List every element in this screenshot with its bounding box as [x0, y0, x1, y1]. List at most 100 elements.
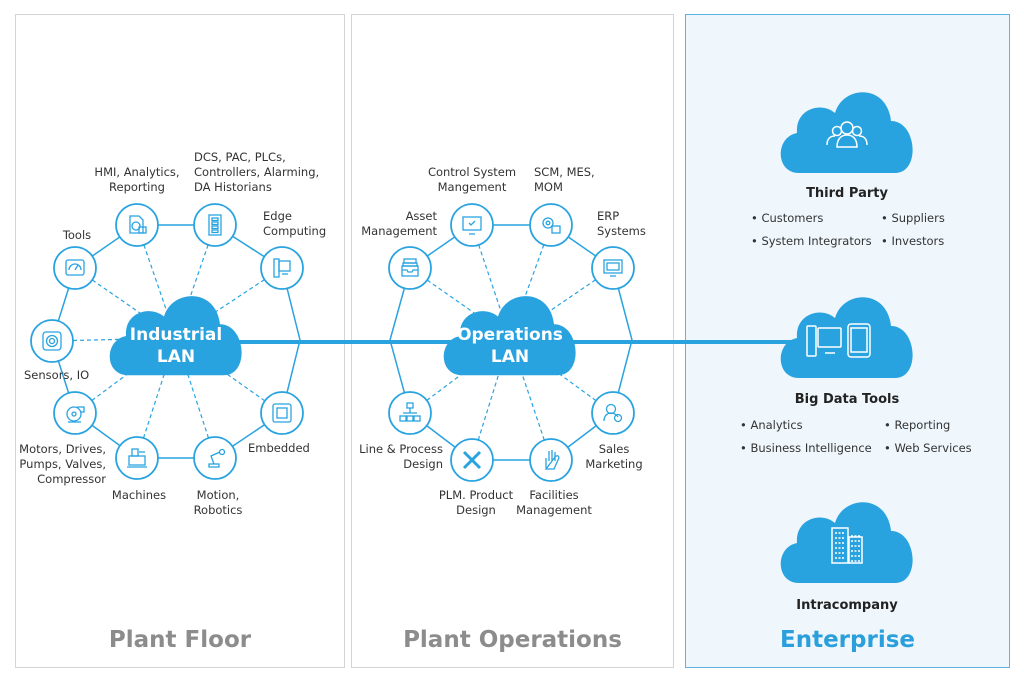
operations-lan-label: Operations LAN	[457, 324, 563, 368]
enterprise-cloud-0	[780, 92, 913, 173]
machine-icon	[127, 448, 147, 468]
node-circle	[450, 203, 494, 247]
node-line[interactable]	[388, 391, 432, 435]
label-line: PLM. Product	[438, 488, 514, 502]
label-motors: Motors, Drives,Pumps, Valves,Compressor	[19, 442, 106, 487]
label-line: Edge	[263, 209, 292, 223]
sensor-icon	[42, 331, 62, 351]
label-line: Sales	[598, 442, 630, 456]
plant-operations-title: Plant Operations	[403, 627, 622, 653]
node-circle	[529, 203, 573, 247]
node-circle	[388, 246, 432, 290]
label-tools: Tools	[63, 228, 91, 243]
inbox-tray-icon	[401, 258, 419, 277]
node-circle	[53, 246, 97, 290]
pump-icon	[66, 406, 85, 423]
node-tools[interactable]	[53, 246, 97, 290]
people-icon	[826, 121, 868, 148]
label-line: Mangement	[437, 180, 507, 194]
label-line: MOM	[534, 180, 563, 194]
label-line: DA Historians	[194, 180, 272, 194]
buildings-icon	[831, 527, 863, 564]
chip-icon	[272, 403, 292, 423]
node-hmi[interactable]	[115, 203, 159, 247]
pencil-ruler-icon	[462, 450, 482, 470]
label-line: Motion,	[196, 488, 240, 502]
bullet-reporting: • Reporting	[884, 418, 951, 432]
label-line: Systems	[597, 224, 646, 238]
node-control[interactable]	[450, 203, 494, 247]
hub-line1: Operations	[457, 325, 563, 345]
node-scm[interactable]	[529, 203, 573, 247]
node-embedded[interactable]	[260, 391, 304, 435]
hand-icon	[544, 450, 560, 470]
node-plm[interactable]	[450, 438, 494, 482]
label-hmi: HMI, Analytics,Reporting	[94, 165, 179, 195]
label-line: SCM, MES,	[534, 165, 595, 179]
node-facilities[interactable]	[529, 438, 573, 482]
bullet-customers: • Customers	[751, 211, 824, 225]
node-motors[interactable]	[53, 391, 97, 435]
label-line: HMI, Analytics,	[94, 165, 180, 179]
hub-line2: LAN	[490, 347, 530, 367]
node-circle	[53, 391, 97, 435]
label-line: Line & Process	[359, 442, 443, 456]
org-chart-icon	[399, 402, 421, 422]
node-machines[interactable]	[115, 436, 159, 480]
node-circle	[30, 319, 74, 363]
node-sensors[interactable]	[30, 319, 74, 363]
label-sensors: Sensors, IO	[24, 368, 89, 383]
intracompany-title: Intracompany	[796, 598, 898, 613]
label-line: Compressor	[37, 472, 106, 486]
bullet-system-integrators: • System Integrators	[751, 234, 872, 248]
node-dcs[interactable]	[193, 203, 237, 247]
label-line: Management	[361, 224, 437, 238]
enterprise-cloud-1	[780, 297, 913, 378]
node-edge[interactable]	[260, 246, 304, 290]
node-asset[interactable]	[388, 246, 432, 290]
label-line: Machines	[111, 488, 167, 502]
node-circle	[591, 246, 635, 290]
ring-link	[281, 267, 301, 414]
node-sales[interactable]	[591, 391, 635, 435]
label-embedded: Embedded	[248, 441, 310, 456]
node-erp[interactable]	[591, 246, 635, 290]
devices-icon	[806, 323, 871, 358]
bullet-text: Investors	[891, 234, 945, 248]
label-machines: Machines	[112, 488, 166, 503]
cloud-shape	[780, 502, 913, 583]
hub-line1: Industrial	[129, 325, 223, 345]
plant-floor-title: Plant Floor	[108, 627, 252, 653]
node-circle	[115, 203, 159, 247]
bullet-text: Business Intelligence	[750, 441, 872, 455]
bullet-analytics: • Analytics	[740, 418, 803, 432]
label-line: Asset	[405, 209, 437, 223]
monitor-icon	[603, 259, 623, 277]
bullet-text: System Integrators	[761, 234, 872, 248]
bullet-text: Analytics	[750, 418, 803, 432]
label-line: Tools	[62, 228, 92, 242]
label-line: Design	[456, 503, 496, 517]
label-line: Sensors, IO	[24, 368, 90, 382]
third-party-title: Third Party	[806, 186, 888, 201]
label-line: Computing	[263, 224, 327, 238]
label-line: Embedded	[248, 441, 310, 455]
label-line: DCS, PAC, PLCs,	[194, 150, 286, 164]
label-line: ERP	[597, 209, 620, 223]
label-line: Robotics	[193, 503, 243, 517]
label-line: Control System	[427, 165, 517, 179]
node-motion[interactable]	[193, 436, 237, 480]
industrial-lan-label: Industrial LAN	[130, 324, 222, 368]
big-data-tools-title: Big Data Tools	[794, 392, 900, 407]
bullet-investors: • Investors	[881, 234, 945, 248]
node-circle	[193, 436, 237, 480]
report-chart-icon	[129, 215, 147, 234]
enterprise-title: Enterprise	[779, 627, 915, 653]
